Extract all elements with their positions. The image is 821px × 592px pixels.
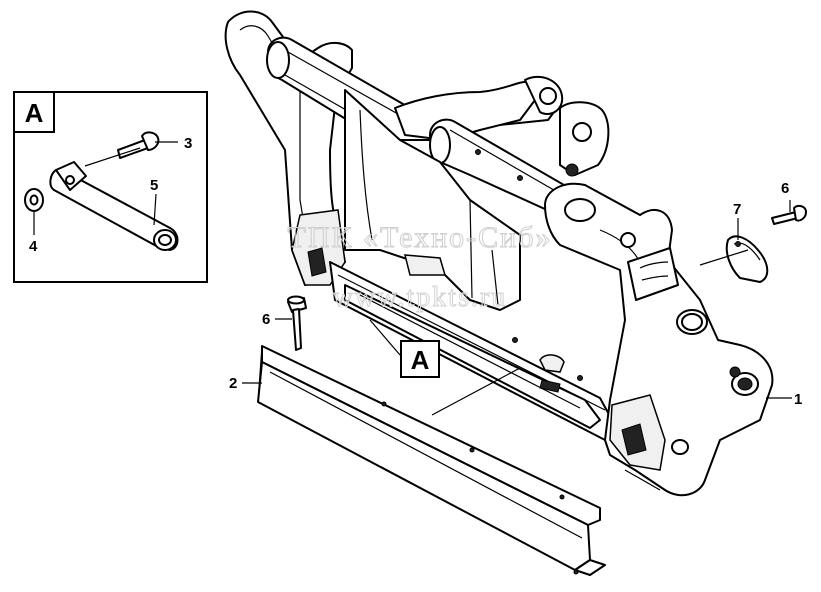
watermark-url: www.tpkts.ru — [333, 282, 508, 313]
callout-4: 4 — [29, 238, 38, 255]
callout-3: 3 — [184, 135, 192, 152]
callout-6-left: 6 — [262, 311, 270, 328]
lid — [725, 235, 769, 283]
callout-7: 7 — [733, 201, 741, 218]
detail-view-a — [13, 91, 208, 283]
callout-6-right: 6 — [781, 180, 789, 197]
quick-coupler-frame — [224, 10, 774, 497]
leader-lines — [33, 141, 792, 416]
detail-view-label: A — [25, 98, 44, 128]
watermark-company: ТПК «Техно-Сиб» — [288, 221, 553, 254]
section-marker-label: A — [411, 345, 430, 375]
screw-right — [771, 204, 807, 225]
screw-left — [287, 295, 307, 351]
watermark: ТПК «Техно-Сиб» www.tpkts.ru — [287, 221, 553, 314]
callout-1: 1 — [794, 391, 802, 408]
callout-5: 5 — [150, 177, 158, 194]
callout-2: 2 — [229, 375, 237, 392]
cover-plate — [257, 345, 606, 576]
section-marker-a — [400, 340, 440, 378]
